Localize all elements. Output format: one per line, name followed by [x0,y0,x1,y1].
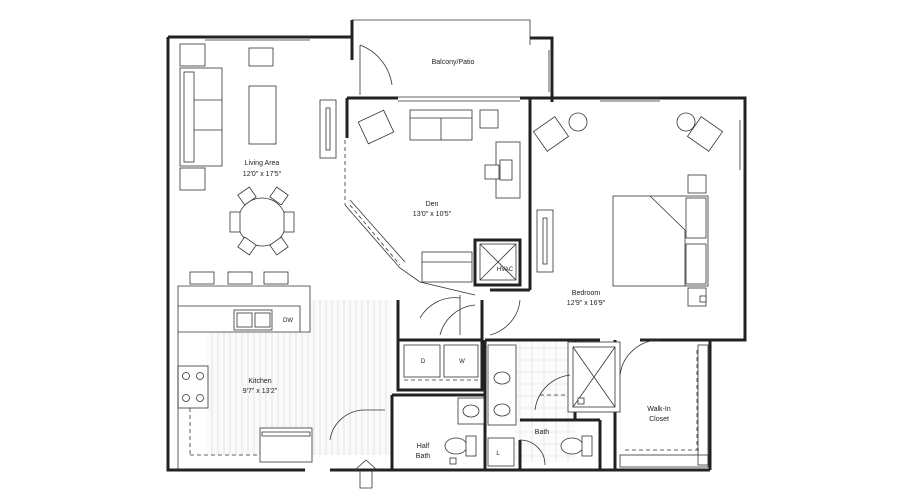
balcony-label: Balcony/Patio [432,59,475,66]
kitchen-fixtures [177,271,313,470]
exterior-walls [166,19,747,472]
entry-arrow-icon [353,459,379,489]
washer-label: W [459,359,465,365]
living-size: 12'0" x 17'5" [243,171,282,178]
windows [205,35,745,170]
kitchen-size: 9'7" x 13'2" [243,388,278,395]
living-label: Living Area [245,160,280,167]
interior-walls [344,96,710,470]
hvac-label: HVAC [497,267,514,273]
closet-label-line1: Walk-In [647,406,671,413]
closet-rods [619,344,709,468]
bedroom-furniture [532,112,724,307]
bedroom-size: 12'9" x 16'9" [567,300,606,307]
linen-label: L [496,451,500,457]
living-furniture [179,43,337,256]
den-furniture [357,109,521,283]
dryer-label: D [421,359,426,365]
laundry-fixtures [403,344,479,381]
den-size: 13'0" x 10'5" [413,211,452,218]
bath-label: Bath [535,429,550,436]
bath-fixtures [444,295,707,467]
half-bath-label-line2: Bath [416,453,431,460]
kitchen-label: Kitchen [248,378,271,385]
closet-label-line2: Closet [649,416,669,423]
half-bath-label-line1: Half [417,443,430,450]
den-label: Den [426,201,439,208]
bedroom-label: Bedroom [572,290,601,297]
dishwasher-label: DW [283,318,293,324]
doors [329,44,661,466]
